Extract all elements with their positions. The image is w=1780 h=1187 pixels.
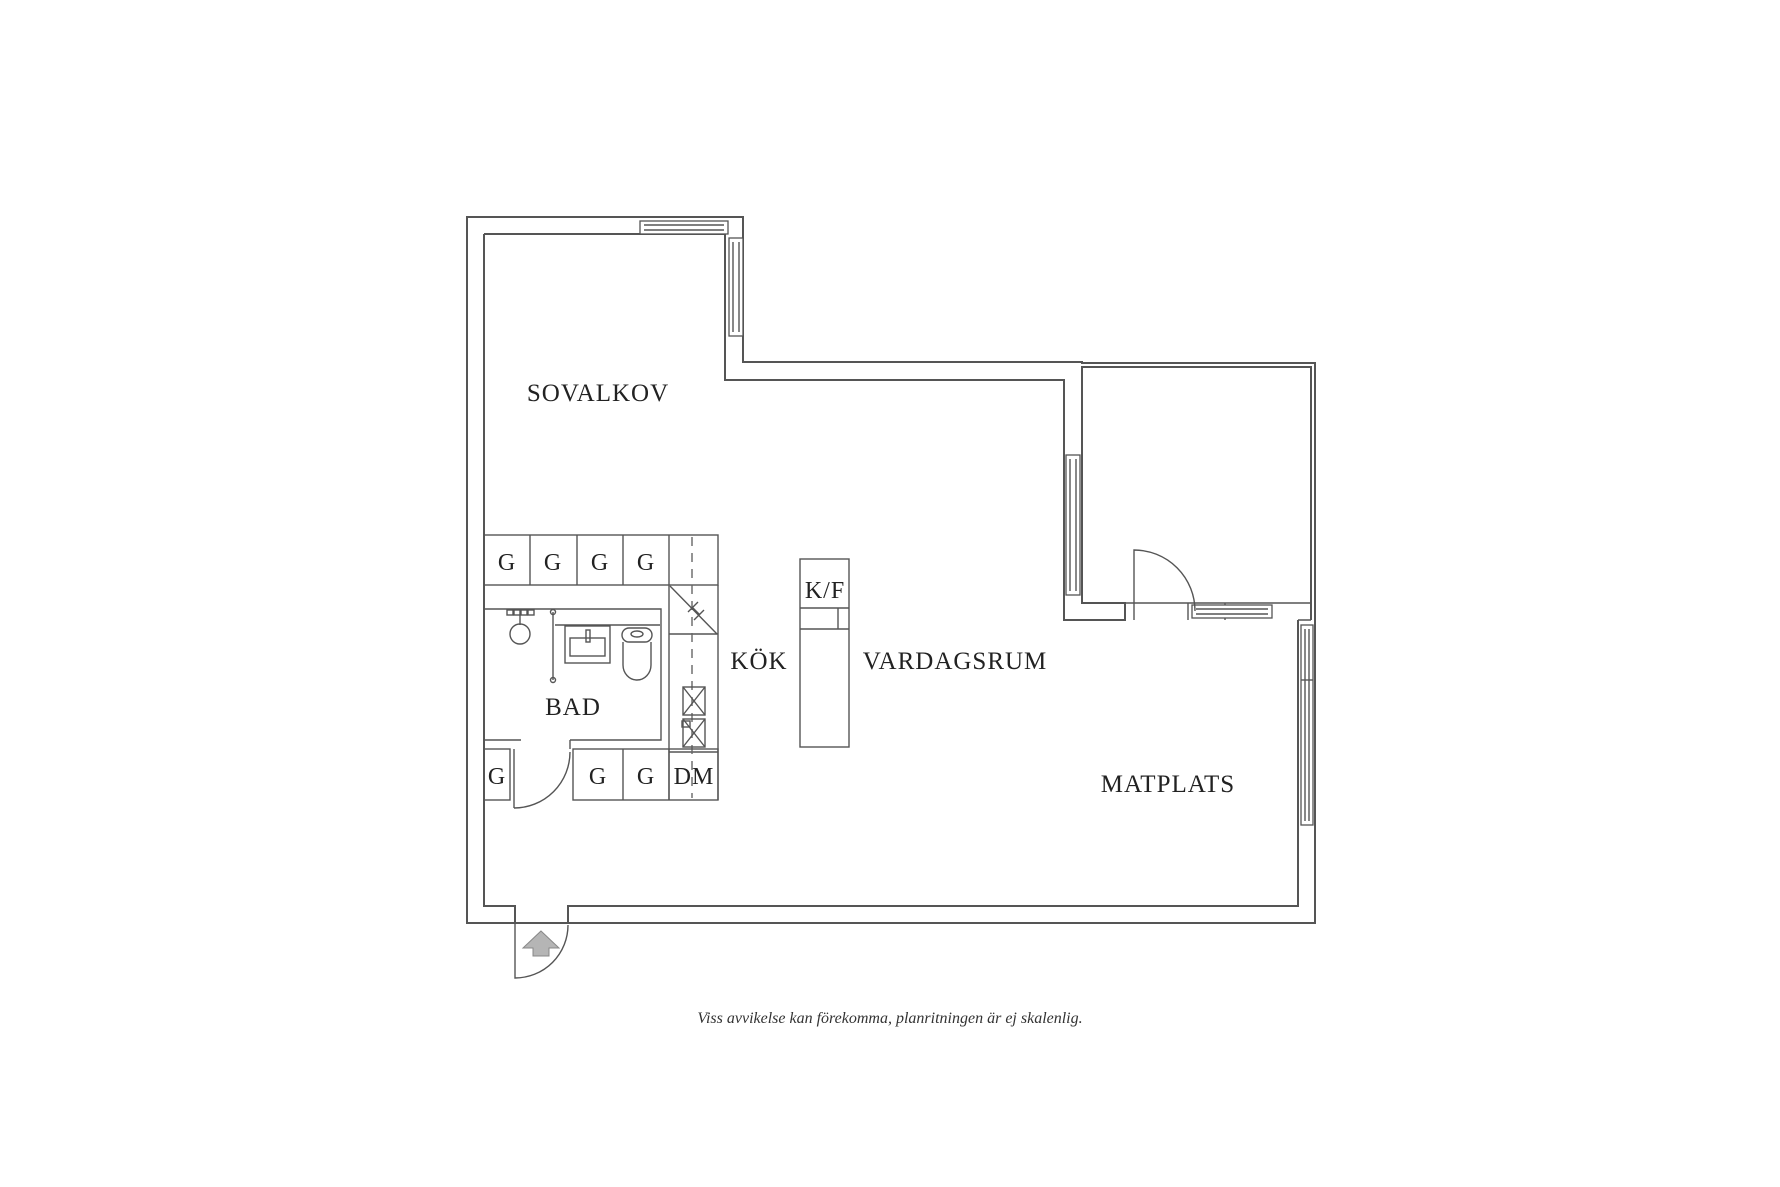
room-label-sovalkov: SOVALKOV bbox=[527, 380, 669, 407]
wardrobe-label: G bbox=[498, 550, 516, 576]
kitchen-counter bbox=[668, 537, 719, 800]
room-label-bad: BAD bbox=[545, 694, 601, 721]
inner-wall bbox=[483, 233, 1312, 923]
bathroom-door bbox=[513, 740, 571, 809]
svg-text:G: G bbox=[488, 764, 506, 790]
hood-icon bbox=[669, 585, 718, 635]
bathroom bbox=[484, 608, 662, 809]
wardrobe-label: G bbox=[544, 550, 562, 576]
room-label-matplats: MATPLATS bbox=[1101, 771, 1235, 798]
stove-icon bbox=[681, 686, 706, 748]
room-label-kok: KÖK bbox=[730, 648, 787, 675]
dishwasher-label: DM bbox=[674, 764, 715, 790]
window-top bbox=[639, 220, 729, 235]
wardrobes-top: G G G G bbox=[483, 534, 719, 586]
entrance-door bbox=[514, 923, 569, 979]
svg-text:K/F: K/F bbox=[805, 578, 845, 604]
balcony-door bbox=[1133, 549, 1196, 620]
toilet-icon bbox=[621, 627, 653, 681]
fridge-freezer: K/F bbox=[799, 558, 850, 748]
sink-icon bbox=[564, 625, 611, 664]
window-balcony bbox=[1191, 604, 1273, 619]
wardrobe-label: G bbox=[637, 550, 655, 576]
balcony-wall bbox=[1082, 602, 1311, 621]
window-living bbox=[1065, 454, 1081, 596]
wardrobe-entrance: G bbox=[483, 748, 511, 801]
room-label-vardagsrum: VARDAGSRUM bbox=[863, 648, 1048, 675]
disclaimer-note: Viss avvikelse kan förekomma, planritnin… bbox=[697, 1010, 1083, 1027]
wardrobe-label: G bbox=[591, 550, 609, 576]
svg-text:G: G bbox=[589, 764, 607, 790]
shower-icon bbox=[506, 609, 535, 645]
window-top-right bbox=[728, 237, 744, 337]
window-dining bbox=[1300, 624, 1314, 826]
wardrobes-bottom: G G DM bbox=[572, 748, 719, 801]
entrance-arrow-icon bbox=[521, 930, 561, 957]
svg-text:G: G bbox=[637, 764, 655, 790]
